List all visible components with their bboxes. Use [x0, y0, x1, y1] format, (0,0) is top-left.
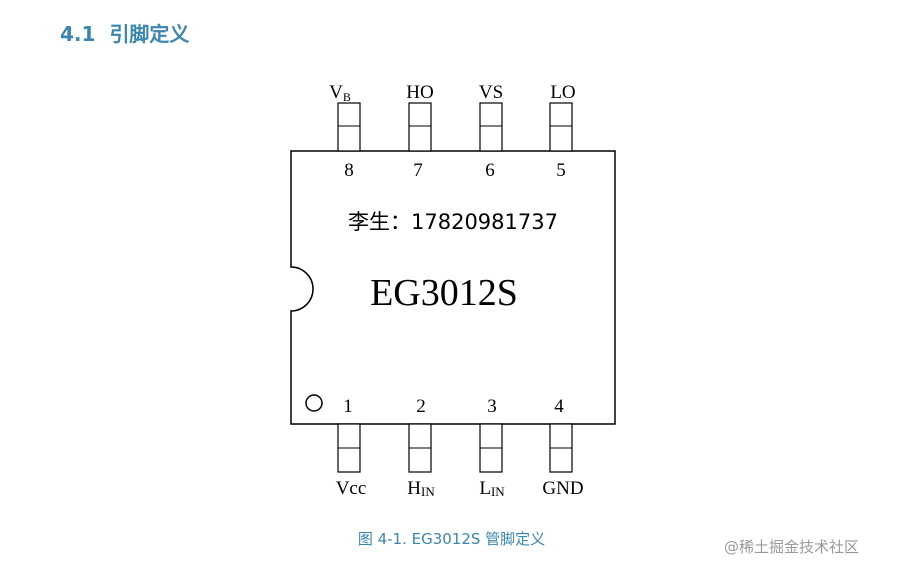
pin-5-number: 5 — [556, 160, 566, 181]
pin-7-lead — [408, 102, 432, 152]
pin-2-label: HIN — [407, 478, 435, 499]
pin-3-label: LIN — [479, 478, 505, 499]
top-pin-6: VS 6 — [479, 82, 503, 181]
pin-7-number: 7 — [413, 160, 423, 181]
watermark: @稀土掘金技术社区 — [724, 538, 860, 556]
pin-8-label: VB — [329, 82, 351, 104]
bottom-pin-1: 1 Vcc — [336, 396, 367, 499]
section-heading: 4.1 引脚定义 — [60, 18, 189, 47]
pin-6-number: 6 — [485, 160, 495, 181]
pin-7-label: HO — [406, 82, 433, 103]
top-pin-5: LO 5 — [549, 82, 576, 181]
pin-6-lead — [479, 102, 503, 152]
section-title: 引脚定义 — [109, 22, 190, 46]
pin-8-lead — [337, 102, 361, 152]
pin1-marker — [305, 394, 323, 412]
pin-1-label: Vcc — [336, 478, 367, 499]
pin-8-number: 8 — [344, 160, 354, 181]
pin-5-lead — [549, 102, 573, 152]
figure-caption: 图 4-1. EG3012S 管脚定义 — [357, 530, 546, 548]
pin-5-label: LO — [550, 82, 575, 103]
chip-body — [290, 150, 616, 425]
pin-2-number: 2 — [416, 396, 426, 417]
top-pin-8: VB 8 — [329, 82, 361, 181]
pin-3-number: 3 — [487, 396, 497, 417]
pin-4-number: 4 — [554, 396, 564, 417]
top-pin-7: HO 7 — [406, 82, 433, 181]
bottom-pin-3: 3 LIN — [479, 396, 505, 499]
bottom-pin-2: 2 HIN — [407, 396, 435, 499]
pin-4-label: GND — [542, 478, 583, 499]
pin-6-label: VS — [479, 82, 503, 103]
contact-text: 李生：17820981737 — [348, 210, 558, 234]
pin-1-number: 1 — [343, 396, 353, 417]
bottom-pin-4: 4 GND — [542, 396, 583, 499]
chip-name: EG3012S — [370, 272, 518, 314]
section-number: 4.1 — [60, 22, 96, 46]
